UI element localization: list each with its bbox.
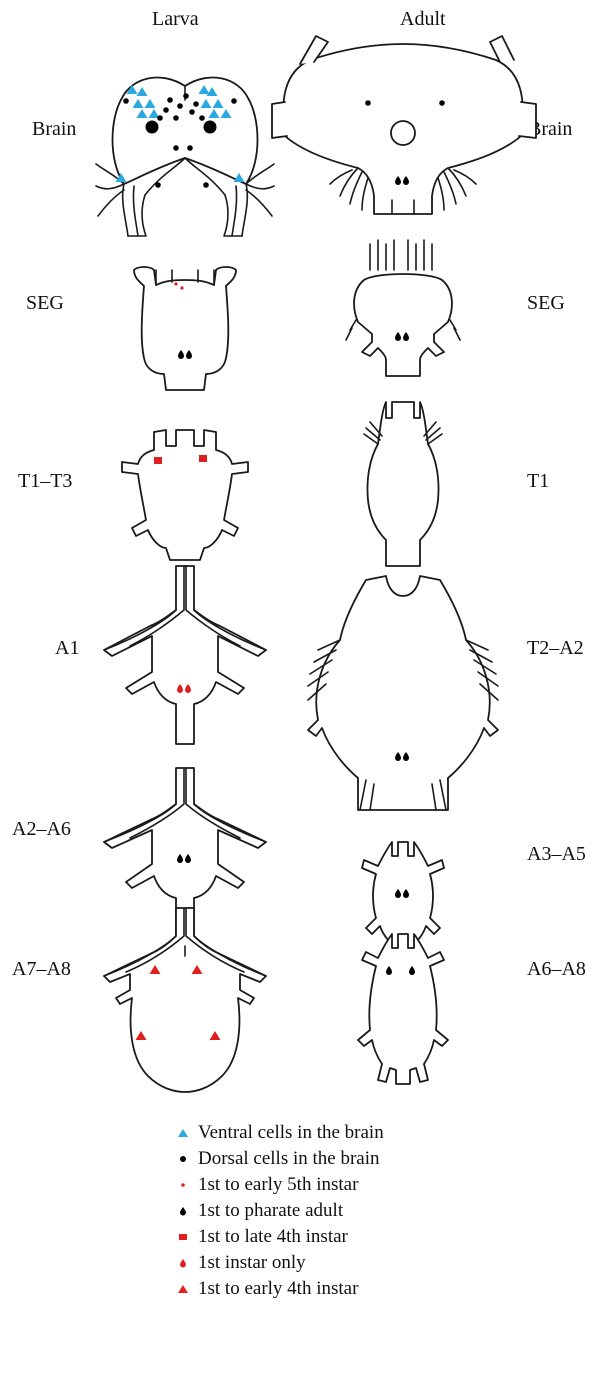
legend-item: 1st to early 5th instar bbox=[168, 1172, 384, 1198]
larva-brain bbox=[96, 77, 274, 236]
legend-label: 1st to early 4th instar bbox=[198, 1278, 358, 1300]
adult-t1 bbox=[364, 402, 442, 566]
blue-triangle-icon bbox=[168, 1123, 198, 1143]
legend-item: 1st instar only bbox=[168, 1250, 384, 1276]
legend-label: 1st to late 4th instar bbox=[198, 1226, 348, 1248]
red-square-icon bbox=[168, 1227, 198, 1247]
larva-a7-a8 bbox=[104, 908, 266, 1092]
legend-label: 1st to pharate adult bbox=[198, 1200, 343, 1222]
adult-brain bbox=[272, 36, 536, 214]
legend-item: 1st to late 4th instar bbox=[168, 1224, 384, 1250]
black-dot-icon bbox=[168, 1149, 198, 1169]
legend-item: Ventral cells in the brain bbox=[168, 1120, 384, 1146]
black-teardrop-icon bbox=[168, 1201, 198, 1221]
legend-label: 1st to early 5th instar bbox=[198, 1174, 358, 1196]
legend-item: 1st to early 4th instar bbox=[168, 1276, 384, 1302]
legend-item: 1st to pharate adult bbox=[168, 1198, 384, 1224]
legend-label: Ventral cells in the brain bbox=[198, 1122, 384, 1144]
legend-label: Dorsal cells in the brain bbox=[198, 1148, 380, 1170]
legend-item: Dorsal cells in the brain bbox=[168, 1146, 384, 1172]
adult-a6-a8 bbox=[358, 934, 448, 1084]
larva-a1 bbox=[104, 566, 266, 744]
red-teardrop-icon bbox=[168, 1253, 198, 1273]
legend-label: 1st instar only bbox=[198, 1252, 306, 1274]
larva-seg bbox=[134, 267, 236, 390]
adult-t2-a2 bbox=[308, 576, 498, 810]
red-triangle-icon bbox=[168, 1279, 198, 1299]
adult-seg bbox=[346, 240, 460, 376]
larva-t1-t3 bbox=[122, 430, 248, 560]
legend: Ventral cells in the brain Dorsal cells … bbox=[168, 1120, 384, 1302]
small-red-dot-icon bbox=[168, 1175, 198, 1195]
